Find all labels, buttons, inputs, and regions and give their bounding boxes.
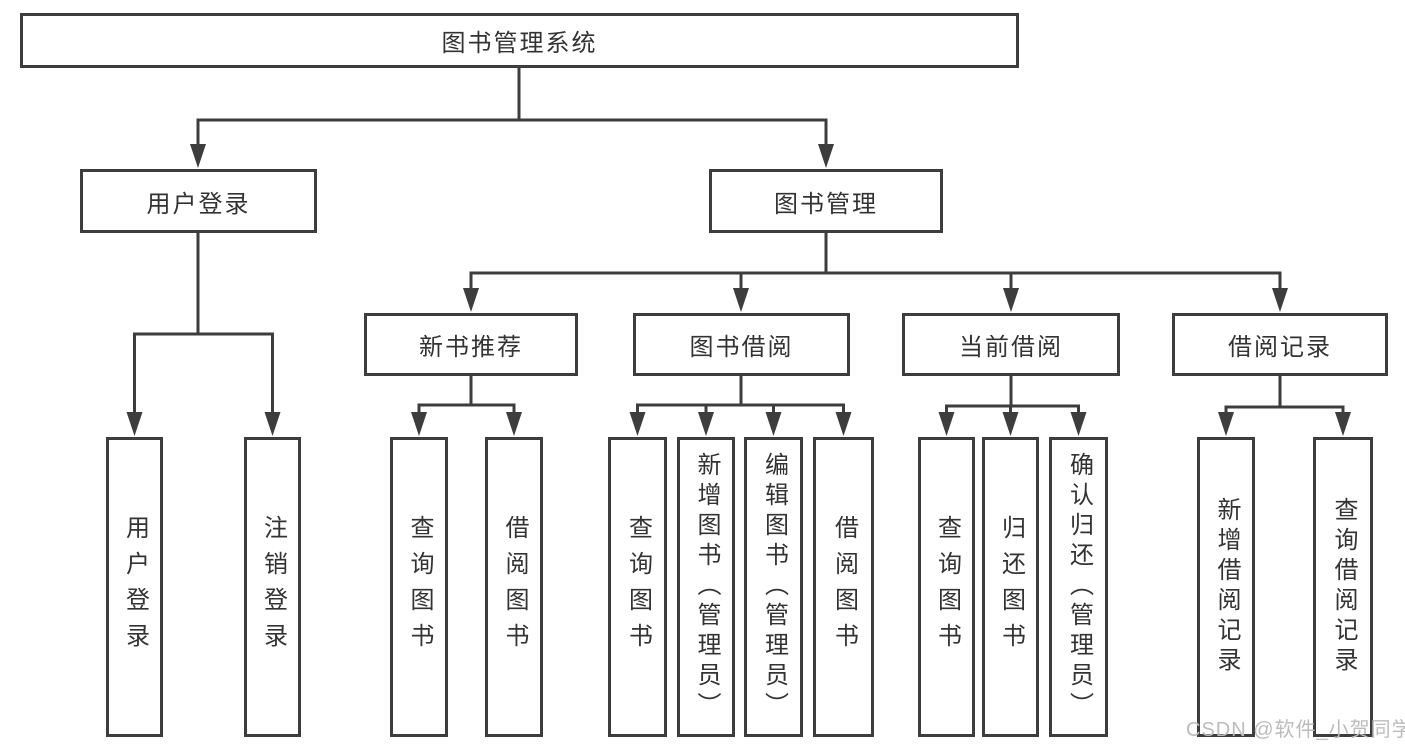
leaf-user-login: 用户登录 <box>106 437 163 737</box>
connector-current-branch <box>945 374 1080 416</box>
connector-userlogin-branch <box>133 231 274 416</box>
connector-borrow-branch <box>636 374 845 416</box>
connector-root-to-level2 <box>196 66 828 148</box>
leaf-logout: 注销登录 <box>244 437 301 737</box>
node-book-management: 图书管理 <box>709 169 943 233</box>
arrow-down-icon <box>938 412 955 436</box>
leaf-borrow-book-recommend: 借阅图书 <box>485 437 543 737</box>
node-user-login: 用户登录 <box>80 169 317 233</box>
leaf-query-book-current: 查询图书 <box>918 437 975 737</box>
leaf-add-book-admin: 新增图书（管理员） <box>677 437 735 737</box>
leaf-add-borrow-record: 新增借阅记录 <box>1197 437 1255 737</box>
leaf-borrow-book: 借阅图书 <box>813 437 874 737</box>
arrow-down-icon <box>1070 412 1087 436</box>
arrow-down-icon <box>1002 412 1019 436</box>
arrow-down-icon <box>126 412 143 436</box>
arrow-down-icon <box>1272 288 1288 312</box>
arrow-down-icon <box>463 288 479 312</box>
node-borrow-records: 借阅记录 <box>1172 313 1388 376</box>
node-new-book-recommend: 新书推荐 <box>364 313 578 376</box>
leaf-return-book: 归还图书 <box>982 437 1039 737</box>
connector-bookmgmt-branch <box>469 231 1282 292</box>
leaf-confirm-return-admin: 确认归还（管理员） <box>1049 437 1108 737</box>
arrow-down-icon <box>1335 412 1351 436</box>
node-book-borrow: 图书借阅 <box>633 313 850 376</box>
arrow-down-icon <box>733 288 749 312</box>
leaf-query-book-recommend: 查询图书 <box>390 437 448 737</box>
arrow-down-icon <box>190 144 206 168</box>
node-library-system: 图书管理系统 <box>20 13 1019 68</box>
arrow-down-icon <box>264 412 281 436</box>
node-current-borrow: 当前借阅 <box>902 313 1120 376</box>
arrow-down-icon <box>835 412 852 436</box>
leaf-query-book-borrow: 查询图书 <box>608 437 667 737</box>
leaf-edit-book-admin: 编辑图书（管理员） <box>744 437 803 737</box>
arrow-down-icon <box>411 412 427 436</box>
leaf-query-borrow-record: 查询借阅记录 <box>1313 437 1373 737</box>
csdn-watermark: CSDN @软件_小贺同学 <box>1186 719 1405 741</box>
arrow-down-icon <box>1218 412 1234 436</box>
connector-newbook-branch <box>417 374 516 416</box>
arrow-down-icon <box>629 412 646 436</box>
arrow-down-icon <box>698 412 714 436</box>
arrow-down-icon <box>818 144 834 168</box>
connector-records-branch <box>1224 374 1345 416</box>
arrow-down-icon <box>1003 288 1019 312</box>
arrow-down-icon <box>765 412 782 436</box>
arrow-down-icon <box>506 412 522 436</box>
